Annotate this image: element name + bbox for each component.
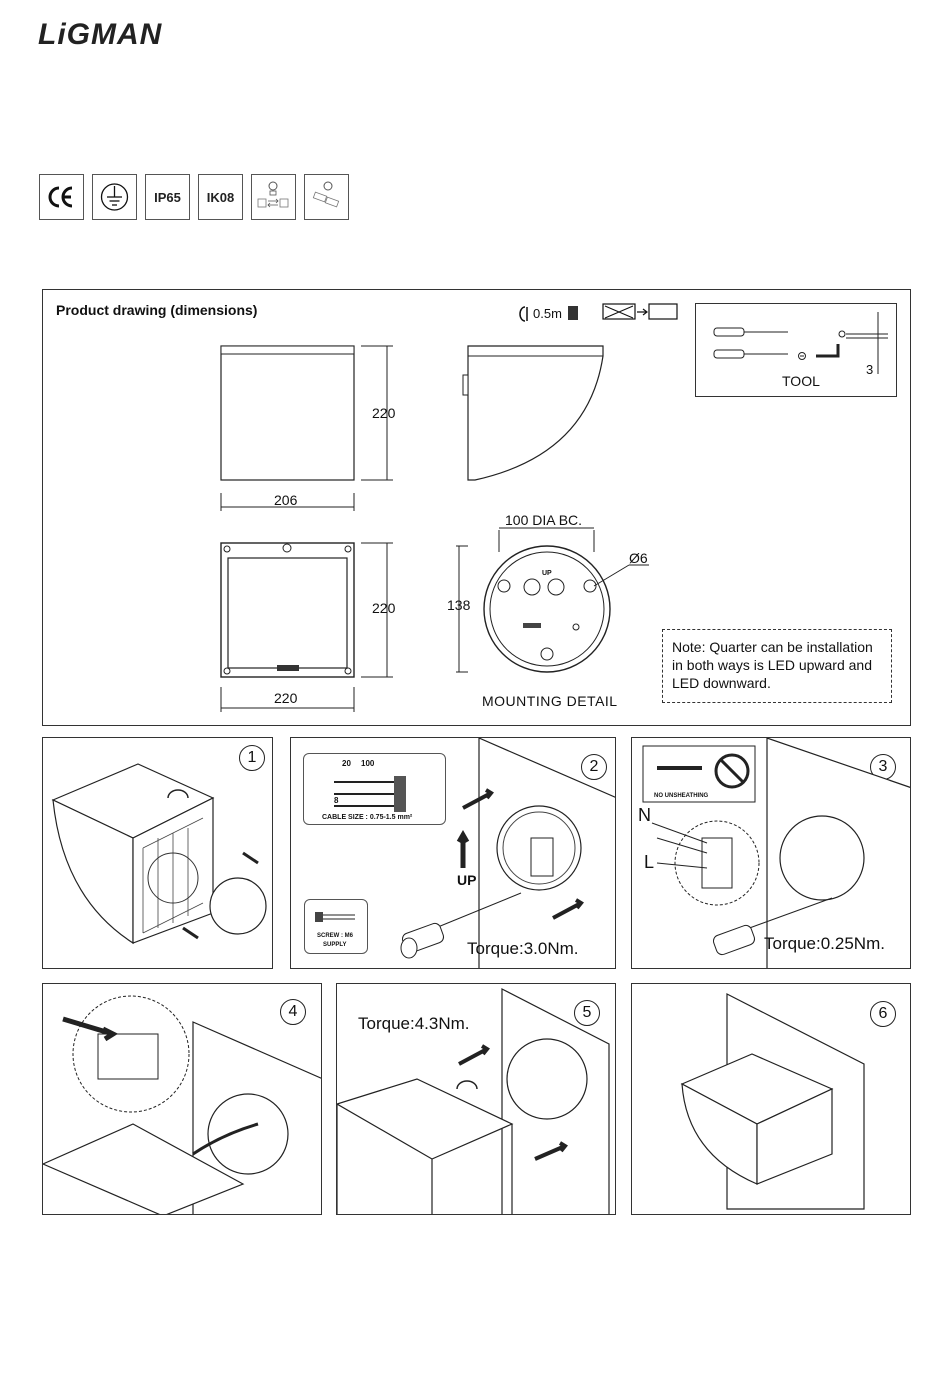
- step-number: 2: [581, 754, 607, 780]
- step-6-panel: 6: [631, 983, 911, 1215]
- neutral-label: N: [638, 805, 651, 825]
- mounting-plate: [456, 527, 649, 673]
- strip-length-a: 20: [342, 759, 351, 768]
- front-width-dim: 206: [274, 492, 298, 508]
- step-5-panel: 5 Torque:4.3Nm.: [336, 983, 616, 1215]
- distance-label: 0.5m: [533, 306, 562, 321]
- cable-size-label: CABLE SIZE : 0.75-1.5 mm²: [322, 814, 413, 821]
- earth-ground-icon: [92, 174, 137, 220]
- step-number: 5: [574, 1000, 600, 1026]
- step-2-illustration: [400, 738, 615, 968]
- step-2-panel: 2 20 100 8 CABLE SIZE : 0.75-1.5 mm² SCR…: [290, 737, 616, 969]
- strip-length-b: 100: [361, 759, 375, 768]
- cable-spec-box: 20 100 8 CABLE SIZE : 0.75-1.5 mm²: [303, 753, 446, 825]
- product-drawing-svg: [220, 303, 678, 712]
- up-label: UP: [457, 872, 477, 888]
- step-3-panel: 3 NO UNSHEATHING N L Torque:0.25Nm.: [631, 737, 911, 969]
- screw-label: SCREW : M6: [317, 933, 353, 939]
- live-label: L: [644, 852, 655, 872]
- cable-strip-icon: [334, 776, 406, 812]
- screw-spec-box: SCREW : M6 SUPPLY: [304, 899, 368, 954]
- screw-sub-label: SUPPLY: [323, 942, 347, 948]
- strip-length-c: 8: [334, 796, 339, 805]
- lamp-replaceable-icon: [251, 174, 296, 220]
- no-unsheathing-label: NO UNSHEATHING: [654, 793, 709, 799]
- step-3-illustration: [642, 738, 910, 968]
- ligman-logo: LiGMAN: [38, 18, 163, 51]
- screwdriver-icon: [713, 312, 888, 374]
- back-width-dim: 220: [274, 690, 298, 706]
- tool-dimension: 3: [866, 362, 874, 377]
- screw-icon: [315, 912, 355, 922]
- front-view: [220, 345, 393, 511]
- front-height-dim: 220: [372, 405, 396, 421]
- back-view: [220, 542, 393, 712]
- plate-height-dim: 138: [447, 597, 471, 613]
- step-1-panel: 1: [42, 737, 273, 969]
- torque-label: Torque:4.3Nm.: [358, 1014, 470, 1033]
- step-4-panel: 4: [42, 983, 322, 1215]
- certification-icons: IP65 IK08: [39, 174, 349, 220]
- hole-diameter-dim: Ø6: [629, 550, 648, 566]
- step-number: 1: [239, 745, 265, 771]
- step-number: 4: [280, 999, 306, 1025]
- plate-up-label: UP: [542, 570, 552, 577]
- step-6-illustration: [680, 993, 865, 1210]
- product-drawing-panel: Product drawing (dimensions): [42, 289, 911, 726]
- tool-label: TOOL: [782, 373, 820, 389]
- side-view: [462, 345, 604, 481]
- step-4-illustration: [43, 995, 321, 1214]
- ik08-badge: IK08: [198, 174, 243, 220]
- surface-mount-icon: [602, 303, 678, 320]
- back-height-dim: 220: [372, 600, 396, 616]
- mounting-detail-label: MOUNTING DETAIL: [482, 693, 618, 709]
- ip65-badge: IP65: [145, 174, 190, 220]
- step-5-illustration: [337, 988, 610, 1214]
- driver-replaceable-icon: [304, 174, 349, 220]
- step-number: 6: [870, 1001, 896, 1027]
- distance-icon: [519, 306, 578, 322]
- step-1-illustration: [51, 763, 267, 945]
- product-drawing-title: Product drawing (dimensions): [56, 302, 258, 318]
- torque-label: Torque:3.0Nm.: [467, 939, 579, 958]
- bolt-circle-dim: 100 DIA BC.: [505, 512, 583, 528]
- torque-label: Torque:0.25Nm.: [764, 934, 885, 953]
- installation-note: Note: Quarter can be installation in bot…: [662, 629, 892, 703]
- tool-box: 3 TOOL: [695, 303, 897, 397]
- ce-mark-icon: [39, 174, 84, 220]
